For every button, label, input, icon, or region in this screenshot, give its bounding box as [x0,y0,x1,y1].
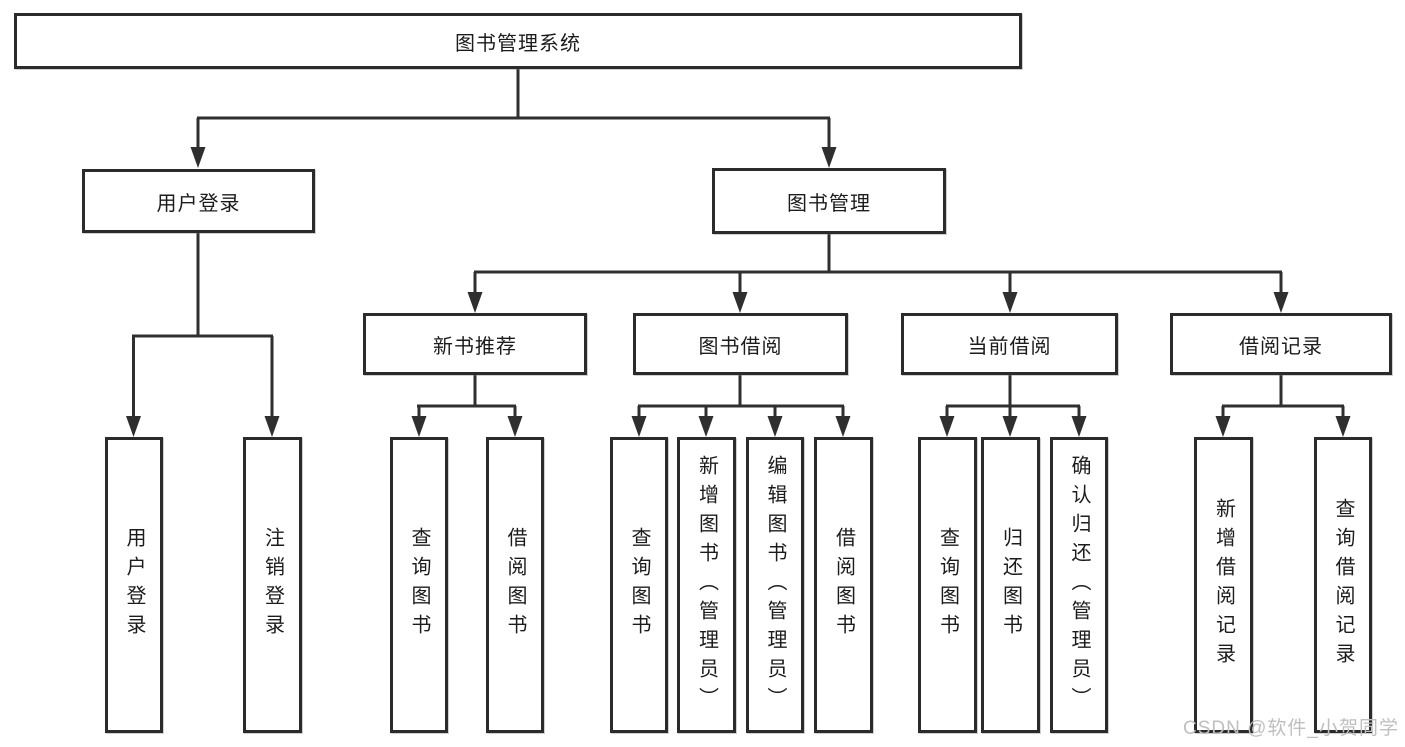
node-label: 编辑图书（管理员） [764,454,786,716]
connector-root-to-level2 [197,69,830,120]
node-label: 查询图书 [628,527,650,643]
node-label: 新书推荐 [433,335,517,358]
arrow-to-new-book [467,272,483,313]
node-user-login: 用户登录 [82,169,315,233]
leaf-edit-book-admin: 编辑图书（管理员） [746,437,804,733]
node-current-borrowing: 当前借阅 [901,313,1118,375]
node-new-book-recommend: 新书推荐 [363,313,587,375]
arrow-to-borrow-record [1273,272,1289,313]
node-label: 新增图书（管理员） [695,454,718,716]
arrow-to-user-login [190,118,206,168]
leaf-query-books-2: 查询图书 [610,437,668,733]
node-label: 查询图书 [936,527,959,643]
node-label: 用户登录 [156,192,241,215]
leaf-query-borrow-record: 查询借阅记录 [1314,437,1372,733]
leaf-confirm-return-admin: 确认归还（管理员） [1050,437,1108,733]
node-root-system: 图书管理系统 [14,13,1022,69]
leaf-query-books-3: 查询图书 [918,437,977,733]
node-label: 归还图书 [999,527,1022,643]
arrow-to-leaf-login [126,336,141,437]
leaf-query-books-1: 查询图书 [390,437,448,733]
arrow-to-book-mgmt [821,118,837,168]
leaf-user-login: 用户登录 [105,437,163,733]
leaf-borrow-books-2: 借阅图书 [814,437,873,733]
csdn-watermark: CSDN @软件_小贺同学 [1183,718,1399,739]
node-label: 查询借阅记录 [1332,498,1354,672]
connector-current-borrow-leaves [939,374,1087,437]
node-book-borrowing: 图书借阅 [633,313,848,375]
arrow-to-leaf-logout [264,336,280,437]
node-label: 新增借阅记录 [1212,498,1235,672]
leaf-borrow-books-1: 借阅图书 [486,437,544,733]
node-label: 图书借阅 [698,335,783,358]
leaf-logout: 注销登录 [243,437,302,733]
leaf-return-books: 归还图书 [981,437,1040,733]
node-label: 当前借阅 [967,335,1052,358]
connector-new-book-leaves [411,374,523,437]
leaf-add-book-admin: 新增图书（管理员） [677,437,736,733]
node-label: 借阅图书 [832,527,855,643]
node-label: 用户登录 [123,527,145,643]
node-label: 注销登录 [261,527,284,643]
node-label: 查询图书 [408,527,430,643]
connector-book-borrow-leaves [631,374,851,437]
node-label: 确认归还（管理员） [1068,454,1090,716]
node-label: 借阅记录 [1239,335,1323,358]
arrow-to-current-borrow [1002,272,1018,313]
arrow-to-book-borrow [732,272,748,313]
node-label: 图书管理 [787,192,871,215]
node-label: 图书管理系统 [455,32,581,55]
node-label: 借阅图书 [504,527,526,643]
connector-book-mgmt-branch [474,233,1282,274]
connector-user-login-branch [132,232,273,338]
leaf-add-borrow-record: 新增借阅记录 [1194,437,1253,733]
connector-borrow-record-leaves [1215,374,1351,437]
node-book-management: 图书管理 [712,168,946,234]
node-borrowing-records: 借阅记录 [1170,313,1392,375]
